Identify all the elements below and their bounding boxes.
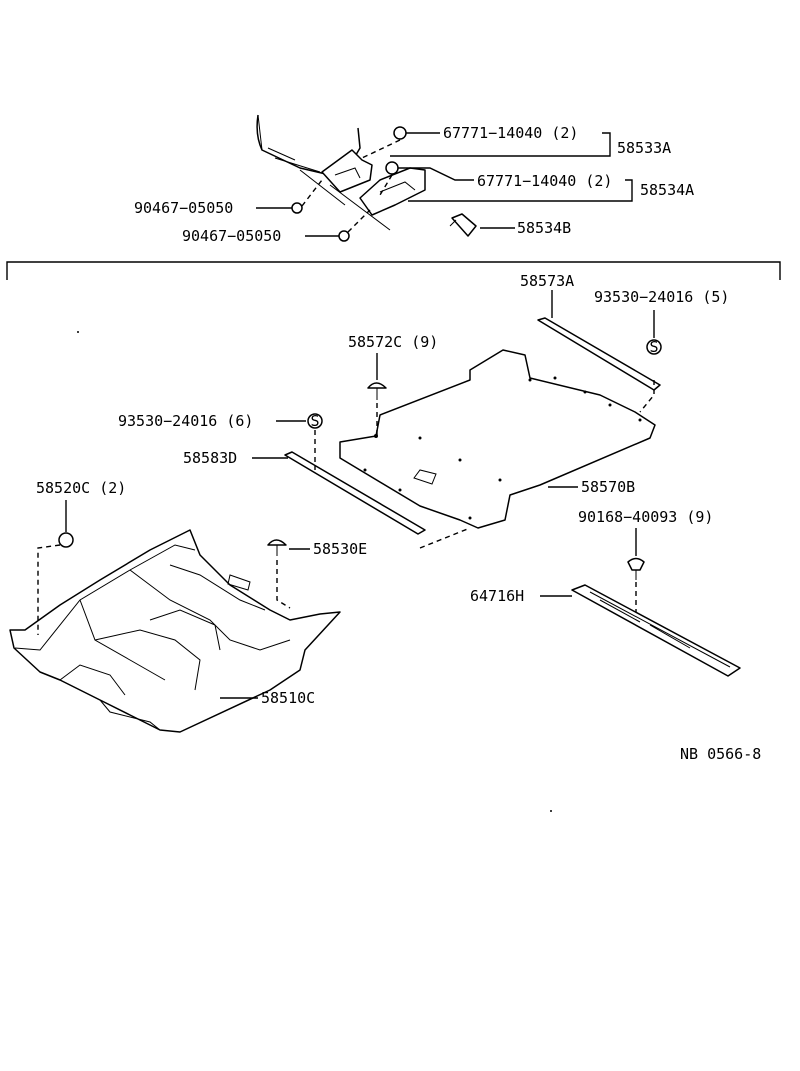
clip-58534b-icon (451, 213, 477, 237)
label-93530-5: 93530−24016 (5) (594, 288, 729, 306)
clip-58530e-icon (267, 539, 287, 546)
screw-symbol-lower-letter: S (310, 412, 319, 430)
screw-symbol-upper-letter: S (649, 338, 658, 356)
plate-64716h-group (540, 528, 741, 677)
label-58572c: 58572C (9) (348, 333, 438, 351)
label-93530-6: 93530−24016 (6) (118, 412, 253, 430)
label-58573a: 58573A (520, 272, 574, 290)
label-67771-lower: 67771−14040 (2) (477, 172, 612, 190)
section-frame (6, 261, 781, 280)
label-67771-upper: 67771−14040 (2) (443, 124, 578, 142)
label-90168: 90168−40093 (9) (578, 508, 713, 526)
upper-bracket-group (256, 114, 633, 242)
label-90467-upper: 90467−05050 (134, 199, 233, 217)
label-64716h: 64716H (470, 587, 524, 605)
clip-67771-lower-icon (385, 161, 399, 175)
drawing-number: NB 0566-8 (680, 745, 761, 763)
nut-90467-upper-icon (291, 202, 303, 214)
label-58530e: 58530E (313, 540, 367, 558)
rear-mat-group: S S (252, 290, 662, 549)
screw-symbol-upper-icon (646, 339, 662, 355)
label-58520c: 58520C (2) (36, 479, 126, 497)
label-58570b: 58570B (581, 478, 635, 496)
clip-67771-upper-icon (393, 126, 407, 140)
front-carpet-group (9, 500, 341, 733)
clip-58572c-icon (367, 382, 387, 389)
clip-58520c-icon (58, 532, 74, 548)
label-58583d: 58583D (183, 449, 237, 467)
nut-90467-lower-icon (338, 230, 350, 242)
label-90467-lower: 90467−05050 (182, 227, 281, 245)
label-58510c: 58510C (261, 689, 315, 707)
label-58533a: 58533A (617, 139, 671, 157)
label-58534a: 58534A (640, 181, 694, 199)
screw-symbol-lower-icon (307, 413, 323, 429)
label-58534b: 58534B (517, 219, 571, 237)
screw-90168-icon (627, 557, 645, 571)
